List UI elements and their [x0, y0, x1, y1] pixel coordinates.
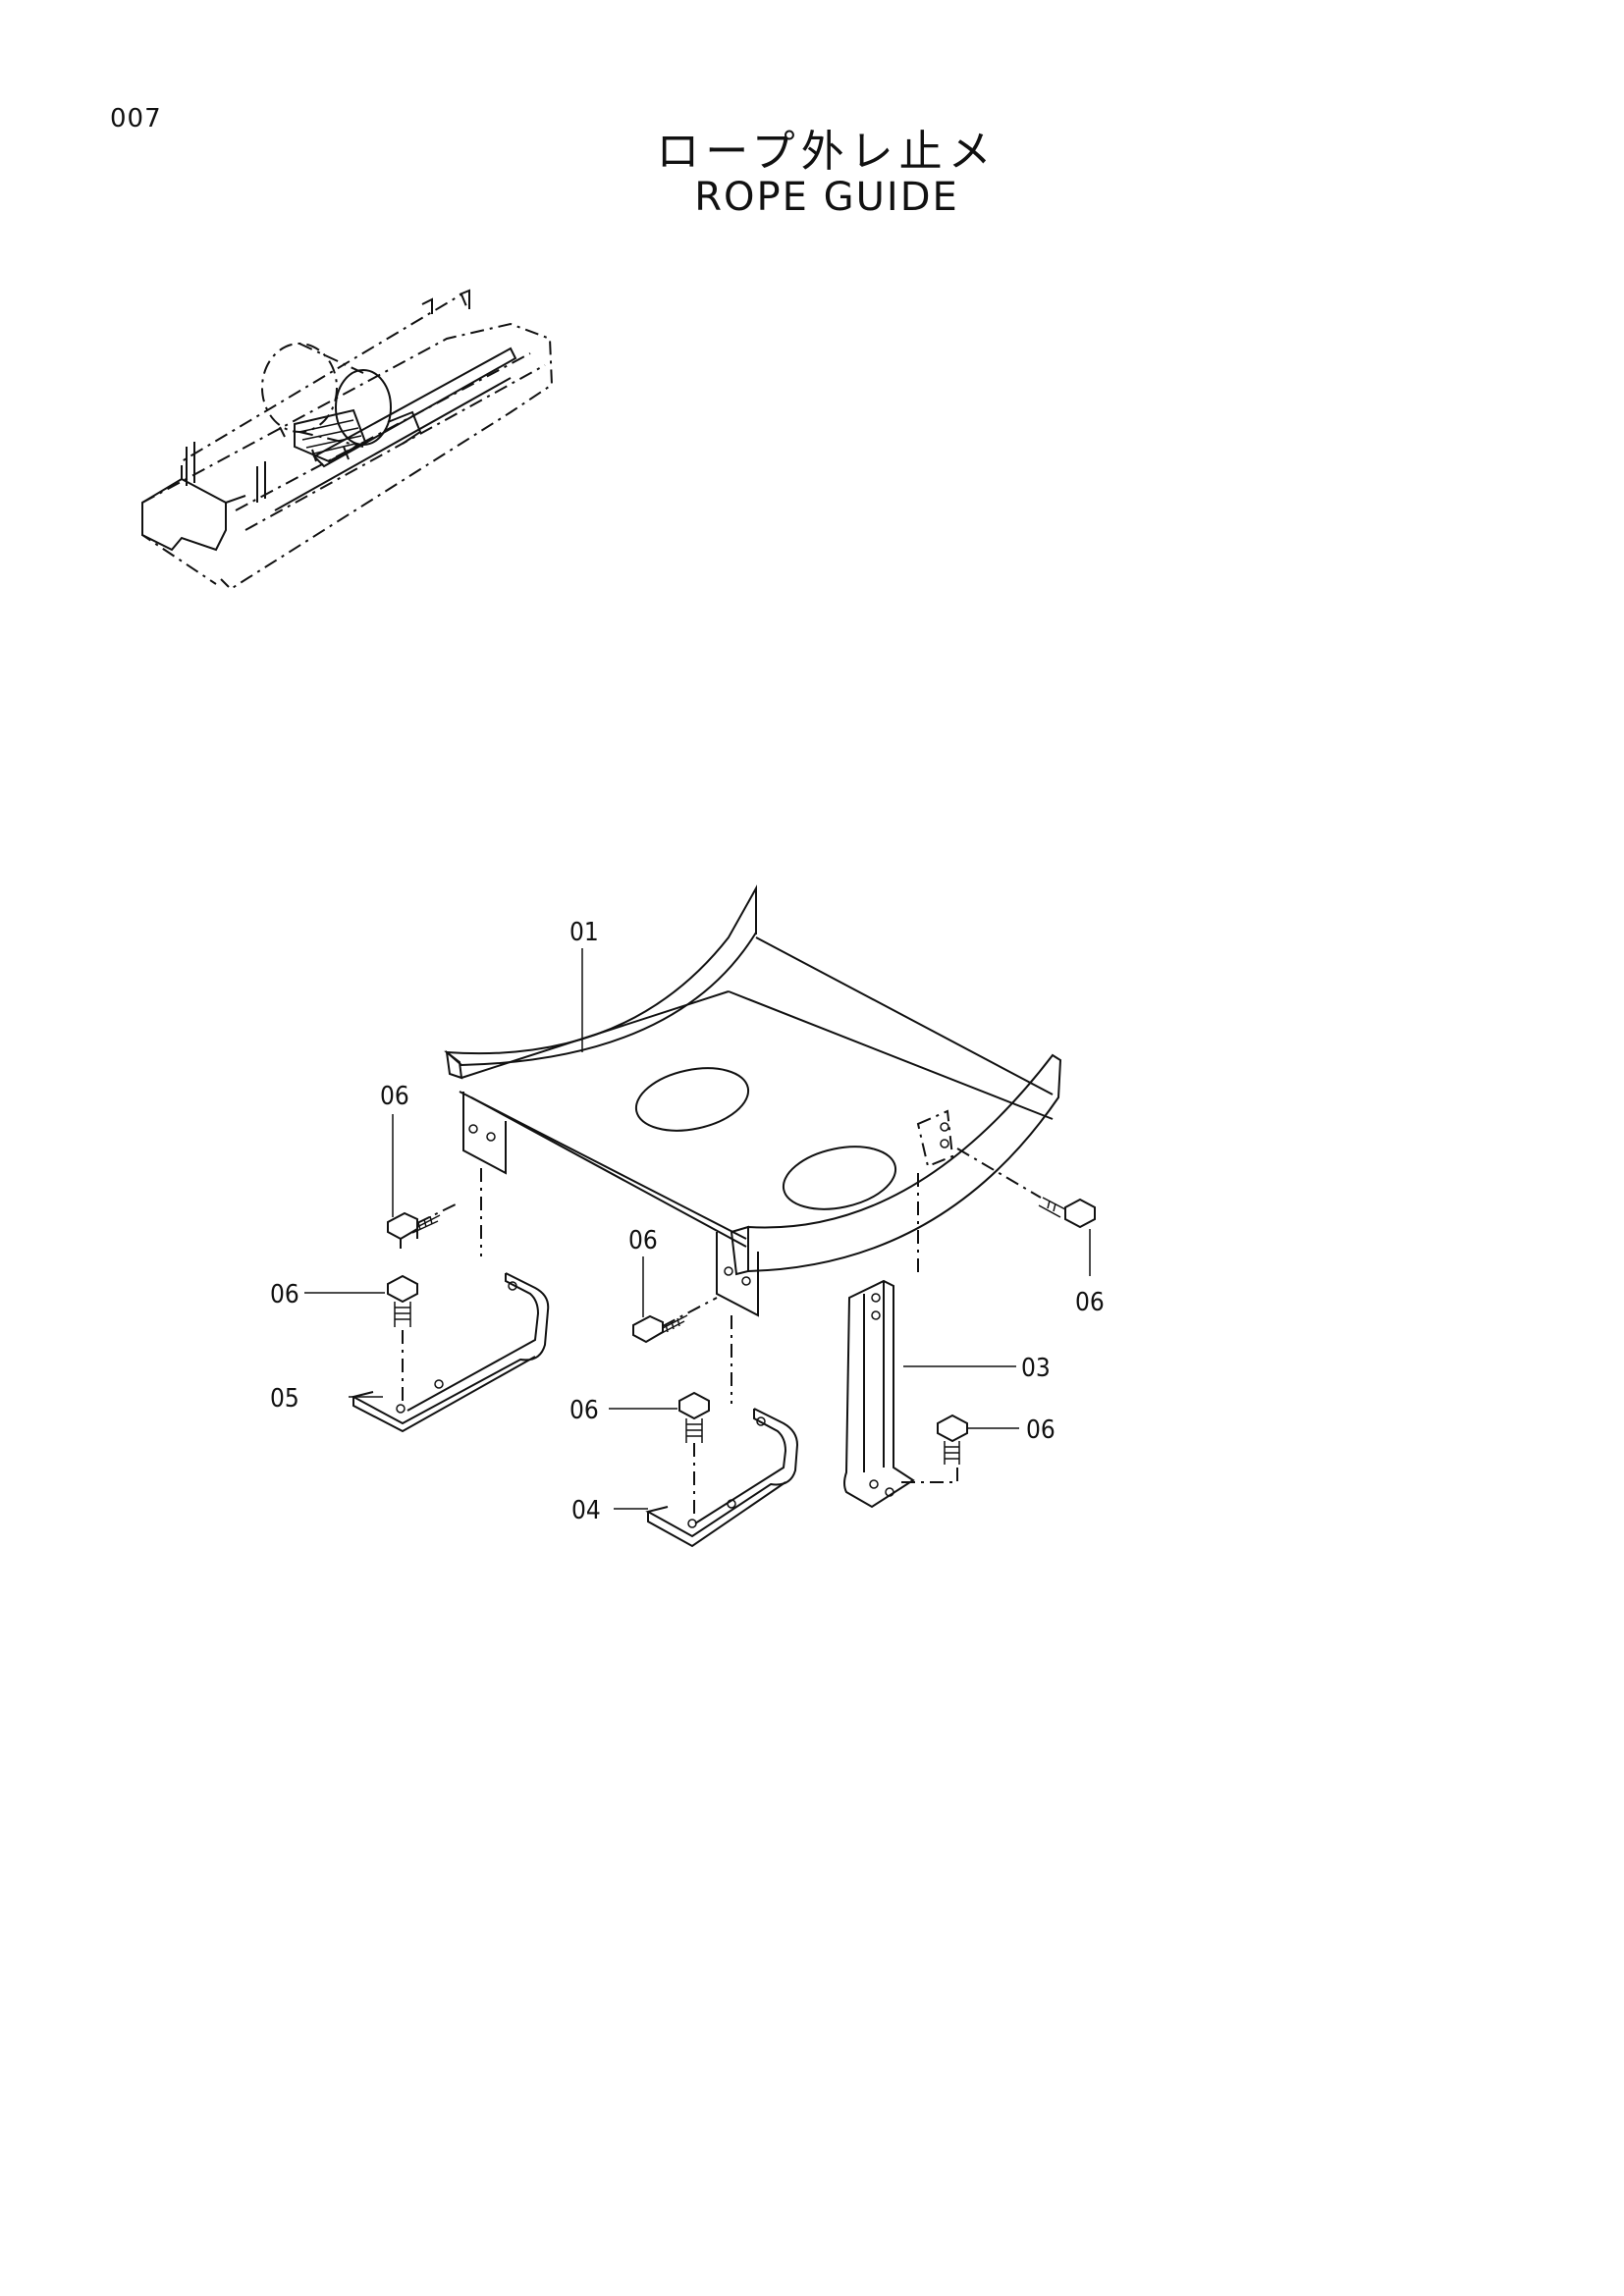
callout-06-c: 06: [628, 1226, 658, 1255]
callout-04: 04: [571, 1496, 601, 1525]
callout-06-d: 06: [569, 1396, 599, 1425]
bolt-06-a: [387, 1211, 441, 1249]
bolt-06-e: [1038, 1197, 1096, 1229]
bolt-06-d: [678, 1391, 710, 1443]
bolt-06-f: [937, 1414, 968, 1465]
part-01-guide-plate: [444, 884, 1062, 1317]
page-number: 007: [110, 104, 162, 133]
callout-05: 05: [270, 1384, 299, 1414]
callout-06-f: 06: [1026, 1415, 1056, 1445]
title-english: ROPE GUIDE: [694, 175, 959, 220]
bolt-06-b: [387, 1274, 418, 1327]
bolt-06-c: [632, 1314, 688, 1344]
part-05-bracket: [351, 1272, 550, 1433]
callout-06-a: 06: [380, 1082, 409, 1111]
callout-06-b: 06: [270, 1280, 299, 1309]
callout-06-e: 06: [1075, 1288, 1105, 1317]
callout-03: 03: [1021, 1354, 1051, 1383]
title-japanese: ロープ外レ止メ: [656, 127, 998, 177]
location-thumbnail: [141, 289, 554, 591]
callout-01: 01: [569, 918, 599, 947]
part-03-bracket: [843, 1279, 915, 1509]
part-04-bracket: [645, 1408, 799, 1548]
rope-guide-assembly: 01 06 06 05 06 06 04 06 03 06: [270, 884, 1105, 1548]
